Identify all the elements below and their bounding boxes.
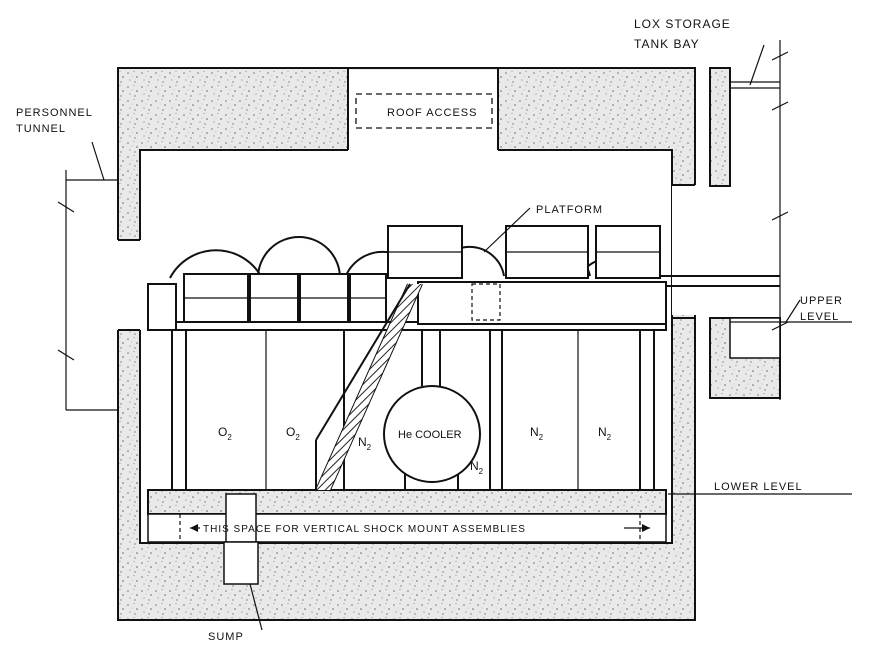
tank-label-o2-a: O2	[218, 425, 232, 442]
personnel-label: PERSONNEL	[16, 107, 93, 119]
he-cooler-sphere	[383, 330, 481, 490]
upper-equipment	[147, 225, 661, 331]
stairway	[315, 283, 423, 491]
upper-level-label-2: LEVEL	[800, 311, 839, 323]
tank-label-n2-d: N2	[598, 425, 612, 442]
lower-level-label: LOWER LEVEL	[714, 481, 803, 493]
tank-label-n2-b: N2	[470, 459, 484, 476]
tunnel-label: TUNNEL	[16, 123, 66, 135]
tank-label-n2-c: N2	[530, 425, 544, 442]
he-cooler-label: He COOLER	[398, 429, 462, 441]
shock-mount-label: THIS SPACE FOR VERTICAL SHOCK MOUNT ASSE…	[203, 524, 526, 535]
upper-level-label-1: UPPER	[800, 295, 843, 307]
lower-columns	[171, 330, 655, 490]
platform-label: PLATFORM	[536, 204, 603, 216]
sump	[223, 493, 263, 631]
tank-label-o2-b: O2	[286, 425, 300, 442]
tank-bay-label: TANK BAY	[634, 37, 700, 51]
upper-level-arrow	[785, 299, 801, 323]
sump-label: SUMP	[208, 631, 244, 643]
lox-storage-tank-bay	[660, 40, 789, 400]
roof-access-label: ROOF ACCESS	[387, 107, 477, 119]
tank-label-n2-a: N2	[358, 435, 372, 452]
platform-leader	[483, 207, 531, 253]
personnel-tunnel	[57, 141, 142, 411]
upper-deck	[147, 281, 667, 331]
lox-storage-label: LOX STORAGE	[634, 17, 731, 31]
